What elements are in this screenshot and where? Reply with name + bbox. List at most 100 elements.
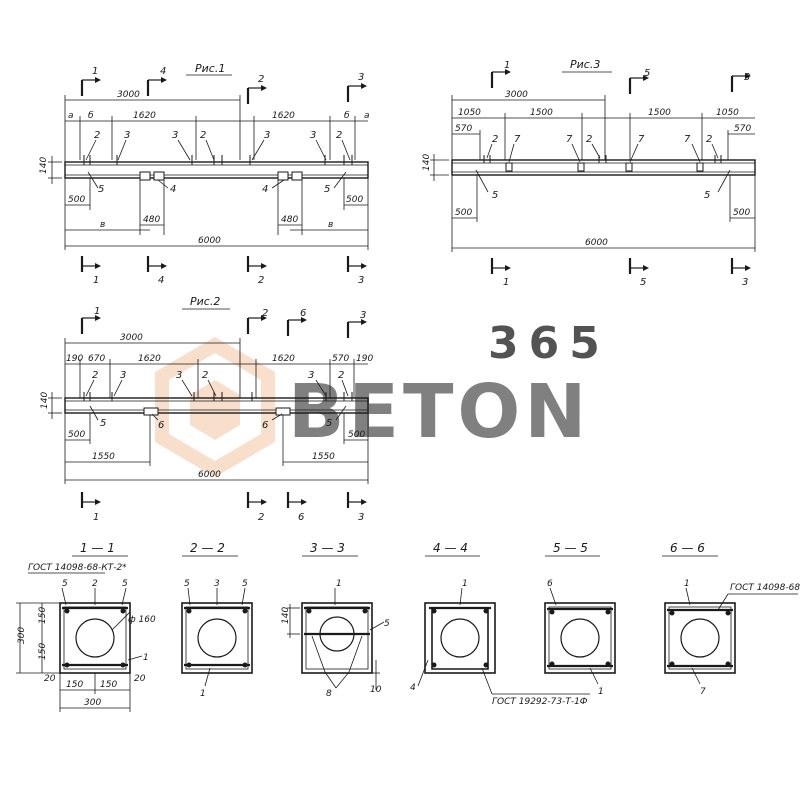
callout: 2	[92, 579, 98, 589]
dim-1620: 1620	[272, 111, 295, 121]
section-2-2: 2 — 2 5 3 5 1	[181, 541, 253, 699]
section-markers-top: 1 5 3	[490, 60, 751, 94]
section-mark: 1	[94, 306, 100, 317]
dim-570: 570	[734, 124, 751, 134]
dim-150: 150	[100, 680, 117, 690]
section-markers-bottom: 1 4 2 3	[80, 256, 367, 286]
callout: 5	[122, 579, 128, 589]
gost-note: ГОСТ 19292-73-Т-1Ф	[492, 697, 588, 707]
section-outline	[301, 602, 373, 674]
beam-1	[64, 161, 369, 179]
callout: 5	[98, 184, 104, 195]
section-mark: 6	[298, 512, 304, 523]
section-outline	[544, 602, 616, 674]
section-mark: 3	[358, 512, 364, 523]
dim-190: 190	[66, 354, 83, 364]
callout: 2	[492, 134, 498, 145]
callout: 4	[170, 184, 176, 195]
callout: 4	[262, 184, 268, 195]
callout: 5	[384, 619, 390, 629]
dim-20: 20	[134, 674, 146, 684]
callout: 3	[124, 130, 130, 141]
dim-1620: 1620	[272, 354, 295, 364]
dim-570: 570	[332, 354, 349, 364]
gost-note: ГОСТ 14098-68-Кt-2	[730, 583, 800, 593]
dim-1500: 1500	[648, 108, 671, 118]
dim-v: в	[328, 220, 333, 230]
section-mark: 5	[640, 277, 646, 288]
dim-10: 10	[370, 685, 382, 695]
dim-150: 150	[38, 607, 48, 624]
dim-150: 150	[66, 680, 83, 690]
section-outline	[664, 602, 736, 674]
dim-height: 140	[39, 157, 49, 174]
dim-150: 150	[38, 643, 48, 660]
watermark-number: 365	[488, 318, 610, 369]
dim-total: 6000	[585, 238, 608, 248]
dim-total: 6000	[198, 236, 221, 246]
callout: 6	[547, 579, 553, 589]
dim-1620: 1620	[133, 111, 156, 121]
callouts-top: 2 7 7 2 7 7 2	[486, 134, 719, 163]
section-mark: 6	[300, 308, 306, 319]
callout: 5	[324, 184, 330, 195]
callout: 1	[336, 579, 342, 589]
figure-1-title: Рис.1	[195, 62, 225, 75]
beam-2	[64, 397, 369, 414]
callout: 6	[262, 420, 268, 431]
watermark: 365 BETON	[155, 318, 610, 478]
section-mark: 1	[93, 512, 99, 523]
section-mark: 3	[742, 277, 748, 288]
callout: 2	[706, 134, 712, 145]
section-4-4: 4 — 4 1 4 ГОСТ 19292-73-Т-1Ф	[410, 541, 590, 707]
callout: 8	[326, 689, 332, 699]
callout: 2	[200, 130, 206, 141]
section-mark: 3	[360, 310, 366, 321]
callout: 5	[492, 190, 498, 201]
callouts-top: 2 3 3 2 3 2	[85, 370, 349, 397]
section-mark: 3	[744, 72, 750, 83]
dim-a: а	[68, 111, 74, 121]
dim-1500: 1500	[530, 108, 553, 118]
figure-2: Рис.2 1 2 6 3 3000 190 670 1620 1620 570…	[40, 295, 373, 523]
callout: 2	[94, 130, 100, 141]
section-markers-top: 1 2 6 3	[80, 306, 367, 338]
section-mark: 1	[503, 277, 509, 288]
section-title: 4 — 4	[433, 541, 468, 555]
dim-570: 570	[455, 124, 472, 134]
section-mark: 4	[160, 66, 166, 77]
callout: 7	[638, 134, 645, 145]
callout: 2	[338, 370, 344, 381]
callout: 5	[242, 579, 248, 589]
section-5-5: 5 — 5 6 1	[544, 541, 616, 697]
callout: 7	[684, 134, 691, 145]
section-1-1: 1 — 1 ГОСТ 14098-68-КТ-2* 5 2 5 ф 160 1 …	[16, 541, 156, 712]
callout: 2	[92, 370, 98, 381]
dim-a: а	[364, 111, 370, 121]
callout: 5	[62, 579, 68, 589]
dim-3000: 3000	[117, 90, 140, 100]
dim-500: 500	[733, 208, 750, 218]
section-title: 6 — 6	[670, 541, 705, 555]
callout: 1	[462, 579, 468, 589]
dim-b: б	[344, 111, 350, 121]
section-outline	[424, 602, 496, 674]
callout: 7	[700, 687, 706, 697]
section-markers-bottom: 1 2 6 3	[80, 492, 367, 523]
callout: 3	[120, 370, 126, 381]
section-outline	[181, 602, 253, 674]
callout: 5	[100, 418, 106, 429]
section-outline	[59, 602, 131, 674]
dim-300: 300	[17, 627, 27, 644]
section-markers-top: 1 4 2 3	[80, 66, 367, 104]
gost-note: ГОСТ 14098-68-КТ-2*	[28, 563, 127, 573]
figure-1: Рис.1 1 4 2 3 3000 а б 1620 1620 б а	[39, 62, 370, 286]
section-mark: 1	[504, 60, 510, 71]
callout: 6	[158, 420, 164, 431]
section-mark: 1	[93, 275, 99, 286]
section-3-3: 3 — 3 1 5 8 140 10	[281, 541, 390, 699]
section-title: 5 — 5	[553, 541, 588, 555]
beam-3	[451, 159, 756, 176]
section-title: 3 — 3	[310, 541, 345, 555]
dim-500: 500	[348, 430, 365, 440]
